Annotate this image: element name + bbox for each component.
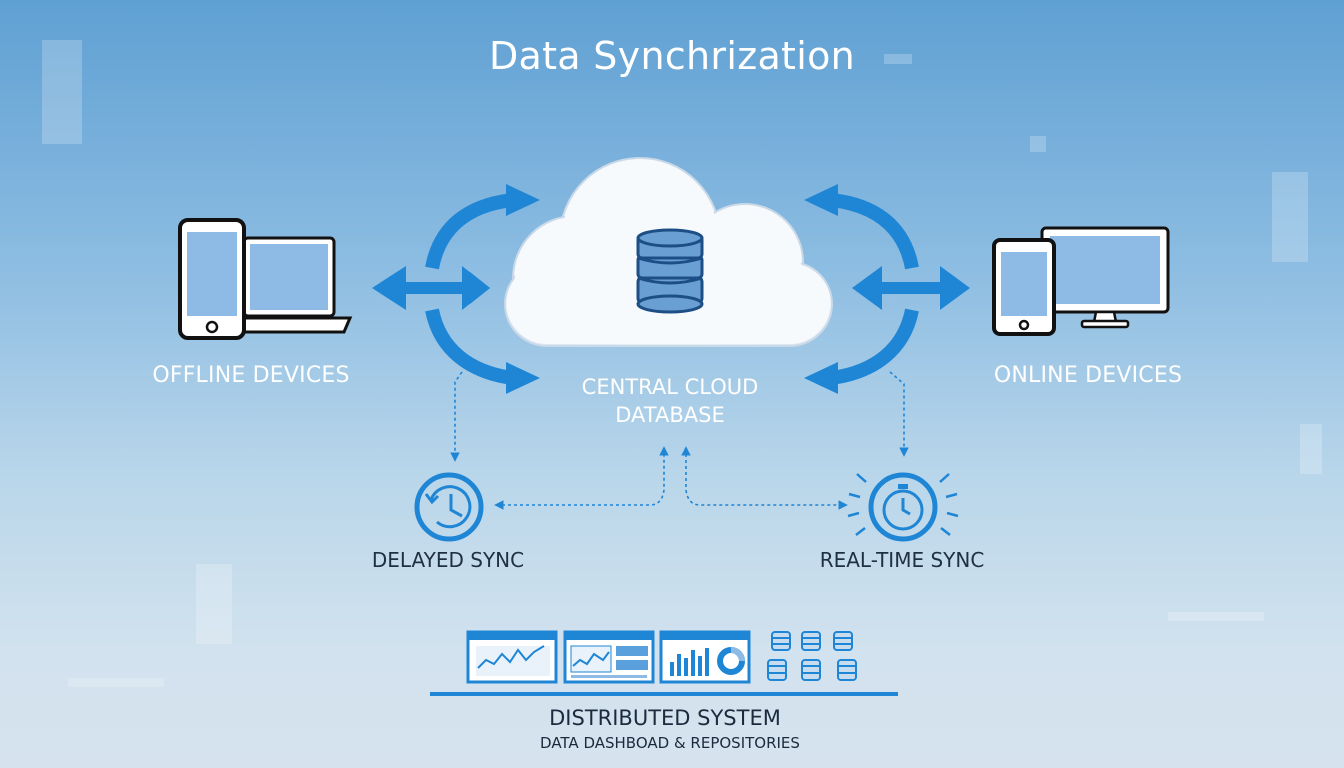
- decor-rect: [884, 54, 912, 64]
- dashboard-panel-widgets: [563, 630, 655, 684]
- offline-devices-label: OFFLINE DEVICES: [152, 363, 350, 388]
- distributed-system-subtitle: DATA DASHBOAD & REPOSITORIES: [540, 734, 800, 752]
- decor-rect: [1272, 172, 1308, 262]
- database-stack-icons: [767, 631, 857, 681]
- decor-rect: [42, 40, 82, 144]
- decor-rect: [68, 678, 164, 687]
- sync-arrows-left: [425, 193, 514, 385]
- central-cloud-line2: DATABASE: [615, 403, 725, 427]
- dashboard-panel-barchart: [659, 630, 751, 684]
- sync-arrows-right: [830, 193, 919, 385]
- dashboard-panel-linechart: [466, 630, 558, 684]
- central-cloud-label: CENTRAL CLOUD DATABASE: [560, 373, 780, 429]
- stopwatch-icon: [847, 472, 959, 542]
- realtime-sync-label: REAL-TIME SYNC: [819, 548, 985, 572]
- decor-rect: [1030, 136, 1046, 152]
- page-title: Data Synchrization: [488, 34, 856, 78]
- baseline-bar: [430, 692, 898, 696]
- delayed-sync-label: DELAYED SYNC: [371, 548, 525, 572]
- decor-rect: [1168, 612, 1264, 621]
- decor-rect: [1300, 424, 1322, 474]
- online-devices-label: ONLINE DEVICES: [993, 363, 1183, 388]
- dotted-connectors: [450, 371, 909, 510]
- online-devices-icon: [992, 226, 1170, 336]
- offline-devices-icon: [178, 218, 353, 340]
- decor-rect: [196, 564, 232, 644]
- distributed-system-title: DISTRIBUTED SYSTEM: [549, 706, 781, 730]
- database-icon: [636, 228, 704, 314]
- clock-delay-icon: [414, 472, 484, 542]
- central-cloud-line1: CENTRAL CLOUD: [581, 375, 759, 399]
